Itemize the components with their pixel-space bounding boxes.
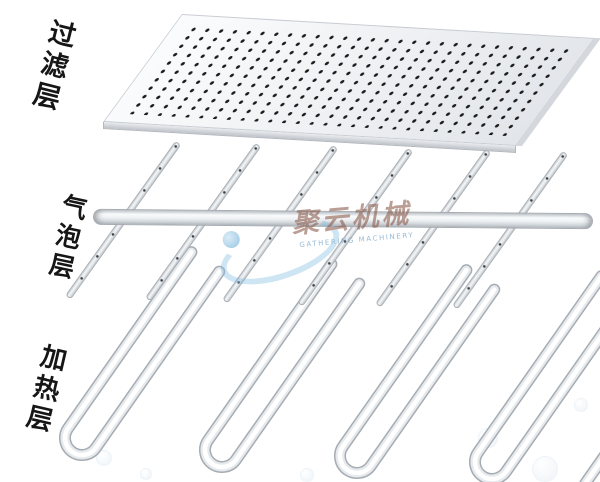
droplet-icon [140, 468, 152, 480]
heating-tube-3 [333, 270, 494, 480]
droplet-icon [574, 398, 588, 412]
heating-tube-1 [58, 252, 219, 462]
heating-tube-2 [198, 264, 359, 474]
droplet-icon [96, 450, 112, 466]
filter-plate-perforations [122, 22, 577, 137]
